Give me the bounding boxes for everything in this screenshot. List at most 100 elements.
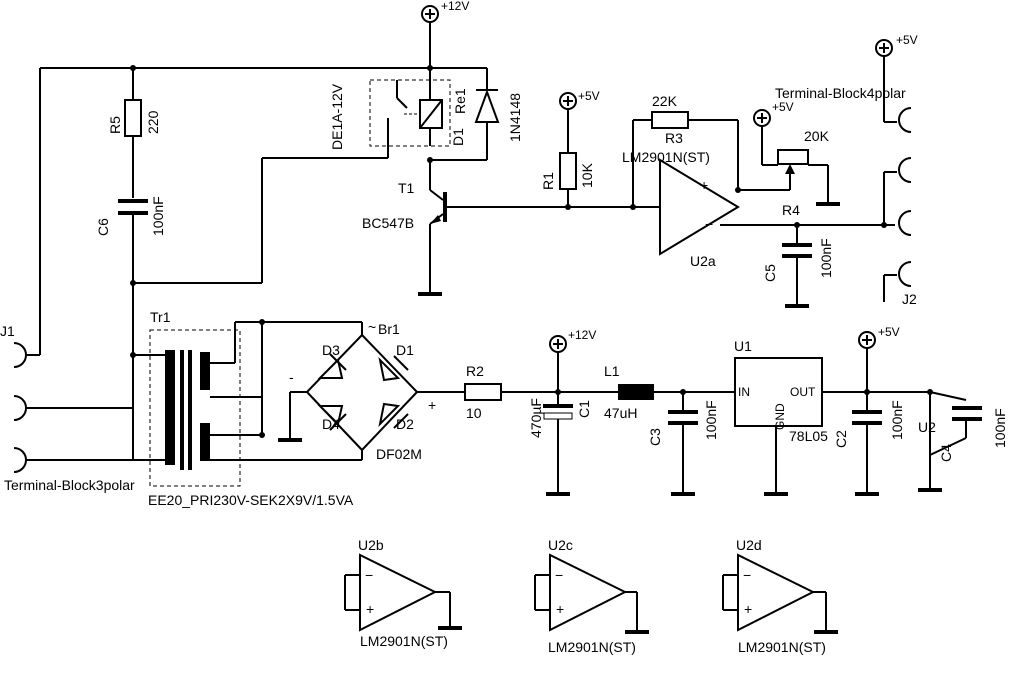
r3-val-label: 22K [652, 93, 678, 109]
bridge-rectifier-br1: ~ Br1 D3 D1 D4 D2 DF02M - + [278, 319, 465, 462]
potentiometer-r4: 20K R4 [735, 126, 840, 218]
resistor-r3-feedback: 22K R3 [632, 93, 739, 207]
c6-ref-label: C6 [95, 218, 111, 236]
u2-ref-label: U2 [918, 419, 936, 435]
br-d4-label: D4 [322, 416, 340, 432]
u1-out-label: OUT [790, 385, 816, 399]
c4-ref-label: C4 [938, 444, 954, 462]
tr1-ref-label: Tr1 [150, 309, 171, 325]
regulator-u1: U1 IN OUT GND 78L05 [734, 338, 930, 496]
wires-top-left [26, 65, 430, 356]
comparator-u2b: − + U2b LM2901N(ST) [344, 537, 462, 649]
supply-5v-right: +5V [875, 33, 918, 57]
c4-val-label: 100nF [992, 408, 1008, 448]
transformer-part-label: EE20_PRI230V-SEK2X9V/1.5VA [148, 492, 354, 508]
supply-12v-c1: +12V [549, 328, 596, 353]
wires-secondary [210, 319, 362, 461]
br-minus-label: - [289, 369, 294, 385]
t1-part-label: BC547B [362, 215, 414, 231]
c3-ref-label: C3 [647, 428, 663, 446]
u2c-part-label: LM2901N(ST) [548, 639, 636, 655]
capacitor-c6: C6 100nF [95, 196, 166, 460]
wires-mains-input [26, 352, 160, 461]
br-part-label: DF02M [376, 446, 422, 462]
c2-val-label: 100nF [889, 400, 905, 440]
br1-ref-label: Br1 [378, 321, 400, 337]
relay-name-label: DE1A-12V [329, 83, 345, 150]
u2a-part-label: LM2901N(ST) [622, 149, 710, 165]
capacitor-c4-u2-supply: U2 C4 100nF [918, 389, 1008, 492]
r2-val-label: 10 [466, 405, 482, 421]
svg-text:+: + [700, 177, 708, 193]
transistor-t1: T1 BC547B [362, 160, 447, 296]
c5-val-label: 100nF [818, 238, 834, 278]
u1-in-label: IN [738, 385, 750, 399]
t1-ref-label: T1 [398, 180, 415, 196]
c6-val-label: 100nF [150, 196, 166, 236]
c5-ref-label: C5 [762, 264, 778, 282]
u1-gnd-label: GND [773, 403, 787, 430]
relay-re1: DE1A-12V Re1 [329, 22, 487, 150]
comparator-u2c: − + U2c LM2901N(ST) [534, 537, 649, 655]
r5-val-label: 220 [145, 110, 161, 134]
terminal3-label: Terminal-Block3polar [4, 477, 135, 493]
supply-12v-c1-label: +12V [568, 328, 596, 342]
transformer-tr1: Tr1 EE20_PRI230V-SEK2X9V/1.5VA [148, 309, 354, 508]
supply-5v-r1-label: +5V [578, 89, 600, 103]
r4-val-label: 20K [804, 128, 830, 144]
r3-ref-label: R3 [665, 130, 683, 146]
capacitor-c5: C5 100nF [762, 225, 834, 308]
r5-ref-label: R5 [107, 116, 123, 134]
u2d-ref-label: U2d [736, 537, 762, 553]
u2a-ref-label: U2a [690, 253, 716, 269]
c3-val-label: 100nF [703, 400, 719, 440]
r1-ref-label: R1 [540, 172, 556, 190]
supply-5v-out: +5V [858, 325, 900, 349]
diode-d1-flyback: D1 1N4148 [427, 68, 523, 163]
r4-ref-label: R4 [782, 202, 800, 218]
wire-relay-return [130, 146, 389, 286]
comparator-u2a: + − LM2901N(ST) U2a [622, 149, 740, 269]
supply-5v-r1: +5V [559, 89, 600, 110]
wire-inverting-input [720, 56, 897, 302]
u2b-ref-label: U2b [358, 537, 384, 553]
resistor-r1: R1 10K [540, 109, 595, 207]
br-tilde-label: ~ [368, 319, 376, 335]
svg-text:−: − [365, 567, 373, 583]
u1-ref-label: U1 [734, 338, 752, 354]
c2-ref-label: C2 [833, 430, 849, 448]
u2c-ref-label: U2c [548, 537, 573, 553]
supply-5v-right-label: +5V [896, 33, 918, 47]
supply-12v-top-label: +12V [441, 0, 469, 13]
supply-5v-op-label: +5V [772, 100, 794, 114]
u1-part-label: 78L05 [789, 428, 828, 444]
diode-part-label: 1N4148 [507, 93, 523, 142]
br-d3-label: D3 [322, 342, 340, 358]
svg-text:+: + [366, 601, 374, 617]
svg-text:−: − [555, 567, 563, 583]
capacitor-c1: 470µF C1 [528, 352, 592, 496]
svg-text:−: − [743, 567, 751, 583]
wire-base-to-comparator [445, 204, 660, 210]
capacitor-c3: C3 100nF [647, 392, 719, 496]
r1-val-label: 10K [579, 162, 595, 188]
u2d-part-label: LM2901N(ST) [738, 639, 826, 655]
c1-ref-label: C1 [576, 400, 592, 418]
relay-ref-label: Re1 [452, 88, 468, 114]
inductor-l1: L1 47uH [604, 363, 735, 421]
br-d1-label: D1 [396, 342, 414, 358]
br-d2-label: D2 [396, 416, 414, 432]
l1-val-label: 47uH [604, 405, 637, 421]
u2b-part-label: LM2901N(ST) [360, 633, 448, 649]
resistor-r5: R5 220 [107, 68, 161, 198]
l1-ref-label: L1 [604, 363, 620, 379]
j2-ref-label: J2 [902, 291, 917, 307]
supply-12v-top: +12V [421, 0, 469, 23]
j1-ref-label: J1 [0, 323, 15, 339]
svg-text:−: − [705, 216, 713, 232]
br-plus-label: + [428, 397, 436, 413]
svg-text:+: + [744, 601, 752, 617]
terminal4-label: Terminal-Block4polar [775, 85, 906, 101]
connector-j2: Terminal-Block4polar J2 [775, 85, 917, 307]
